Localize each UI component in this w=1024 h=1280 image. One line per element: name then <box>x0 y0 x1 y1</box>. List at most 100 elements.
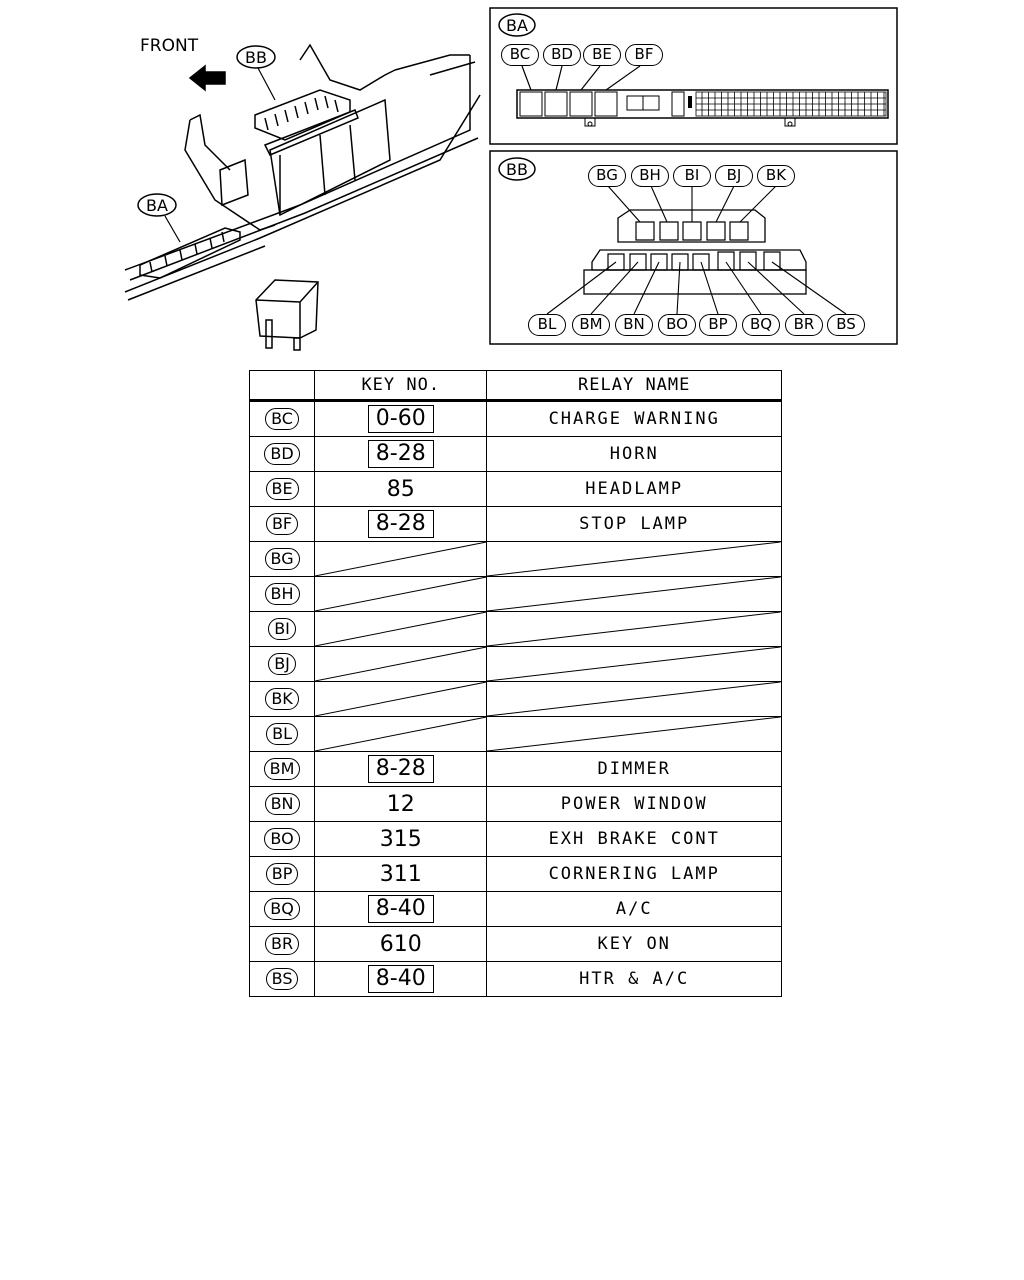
relay-code-cell: BS <box>248 961 316 997</box>
empty-cell-diagonal <box>315 577 486 611</box>
callout-bg: BG <box>588 165 626 187</box>
callout-bk: BK <box>757 165 795 187</box>
key-no: 12 <box>386 791 415 817</box>
key-no-cell: 85 <box>314 471 488 507</box>
relay-code: BC <box>265 408 299 430</box>
table-row: BK <box>248 681 782 717</box>
callout-bj: BJ <box>715 165 753 187</box>
table-row: BE 85 HEADLAMP <box>248 471 782 507</box>
relay-name-cell <box>486 646 782 682</box>
callout-bm: BM <box>572 314 610 336</box>
empty-cell-diagonal <box>487 612 781 646</box>
key-no-cell <box>314 576 488 612</box>
empty-cell-diagonal <box>315 647 486 681</box>
table-row: BO 315 EXH BRAKE CONT <box>248 821 782 857</box>
callout-bl-text: BL <box>537 315 557 333</box>
table-row: BH <box>248 576 782 612</box>
panel-bb <box>489 150 898 345</box>
relay-code: BR <box>265 933 300 955</box>
relay-code-cell: BP <box>248 856 316 892</box>
relay-name: EXH BRAKE CONT <box>548 829 720 849</box>
callout-bh: BH <box>631 165 669 187</box>
key-no: 315 <box>379 826 422 852</box>
relay-code: BO <box>264 828 300 850</box>
callout-bi-text: BI <box>684 166 700 184</box>
relay-name-cell: EXH BRAKE CONT <box>486 821 782 857</box>
relay-code: BE <box>265 478 299 500</box>
relay-name-cell: A/C <box>486 891 782 927</box>
callout-bb-text: BB <box>245 48 267 67</box>
relay-code-cell: BR <box>248 926 316 962</box>
key-no-cell <box>314 646 488 682</box>
relay-location-diagram <box>124 7 898 351</box>
empty-cell-diagonal <box>315 717 486 751</box>
front-label: FRONT <box>140 36 199 56</box>
key-no-cell: 610 <box>314 926 488 962</box>
relay-code-cell: BG <box>248 541 316 577</box>
empty-cell-diagonal <box>487 542 781 576</box>
key-no: 8-28 <box>367 440 434 468</box>
relay-code-cell: BL <box>248 716 316 752</box>
relay-name-cell <box>486 611 782 647</box>
callout-bn: BN <box>615 314 653 336</box>
relay-code: BG <box>264 548 300 570</box>
key-no: 0-60 <box>367 405 434 433</box>
relay-name-cell <box>486 576 782 612</box>
panel-ba <box>489 7 898 145</box>
relay-code-cell: BO <box>248 821 316 857</box>
callout-br: BR <box>785 314 823 336</box>
relay-name: HORN <box>609 444 659 464</box>
key-no-cell <box>314 716 488 752</box>
callout-bm-text: BM <box>579 315 603 333</box>
callout-bp-text: BP <box>708 315 728 333</box>
table-row: BJ <box>248 646 782 682</box>
relay-name-cell: STOP LAMP <box>486 506 782 542</box>
header-relay-name: RELAY NAME <box>486 370 782 402</box>
relay-code: BF <box>265 513 299 535</box>
relay-name: HTR & A/C <box>579 969 690 989</box>
relay-name: CORNERING LAMP <box>548 864 720 884</box>
relay-name: POWER WINDOW <box>560 794 708 814</box>
callout-bq: BQ <box>742 314 780 336</box>
callout-bl: BL <box>528 314 566 336</box>
relay-code-cell: BQ <box>248 891 316 927</box>
relay-code-cell: BK <box>248 681 316 717</box>
relay-code: BN <box>264 793 300 815</box>
key-no: 85 <box>386 476 415 502</box>
relay-name-cell: HEADLAMP <box>486 471 782 507</box>
key-no: 8-28 <box>367 755 434 783</box>
callout-bp: BP <box>699 314 737 336</box>
callout-bs-text: BS <box>836 315 856 333</box>
callout-br-text: BR <box>793 315 815 333</box>
empty-cell-diagonal <box>315 682 486 716</box>
header-code <box>248 370 316 402</box>
empty-cell-diagonal <box>315 542 486 576</box>
relay-code: BS <box>265 968 299 990</box>
key-no-cell: 311 <box>314 856 488 892</box>
relay-name-cell: HORN <box>486 436 782 472</box>
callout-bq-text: BQ <box>749 315 773 333</box>
callout-bo-text: BO <box>666 315 688 333</box>
key-no-cell <box>314 541 488 577</box>
callout-bg-text: BG <box>596 166 618 184</box>
relay-name-cell <box>486 541 782 577</box>
key-no: 8-40 <box>367 895 434 923</box>
key-no-cell <box>314 611 488 647</box>
callout-bb-main <box>236 45 276 69</box>
callout-bc: BC <box>501 44 539 66</box>
callout-bh-text: BH <box>639 166 661 184</box>
relay-code-cell: BM <box>248 751 316 787</box>
key-no-cell: 8-40 <box>314 891 488 927</box>
empty-cell-diagonal <box>315 612 486 646</box>
relay-name: CHARGE WARNING <box>548 409 720 429</box>
relay-code: BP <box>265 863 299 885</box>
key-no-cell: 12 <box>314 786 488 822</box>
relay-code: BD <box>264 443 300 465</box>
relay-code-cell: BH <box>248 576 316 612</box>
key-no-cell: 8-40 <box>314 961 488 997</box>
key-no-cell <box>314 681 488 717</box>
callout-be-text: BE <box>592 45 612 63</box>
empty-cell-diagonal <box>487 577 781 611</box>
